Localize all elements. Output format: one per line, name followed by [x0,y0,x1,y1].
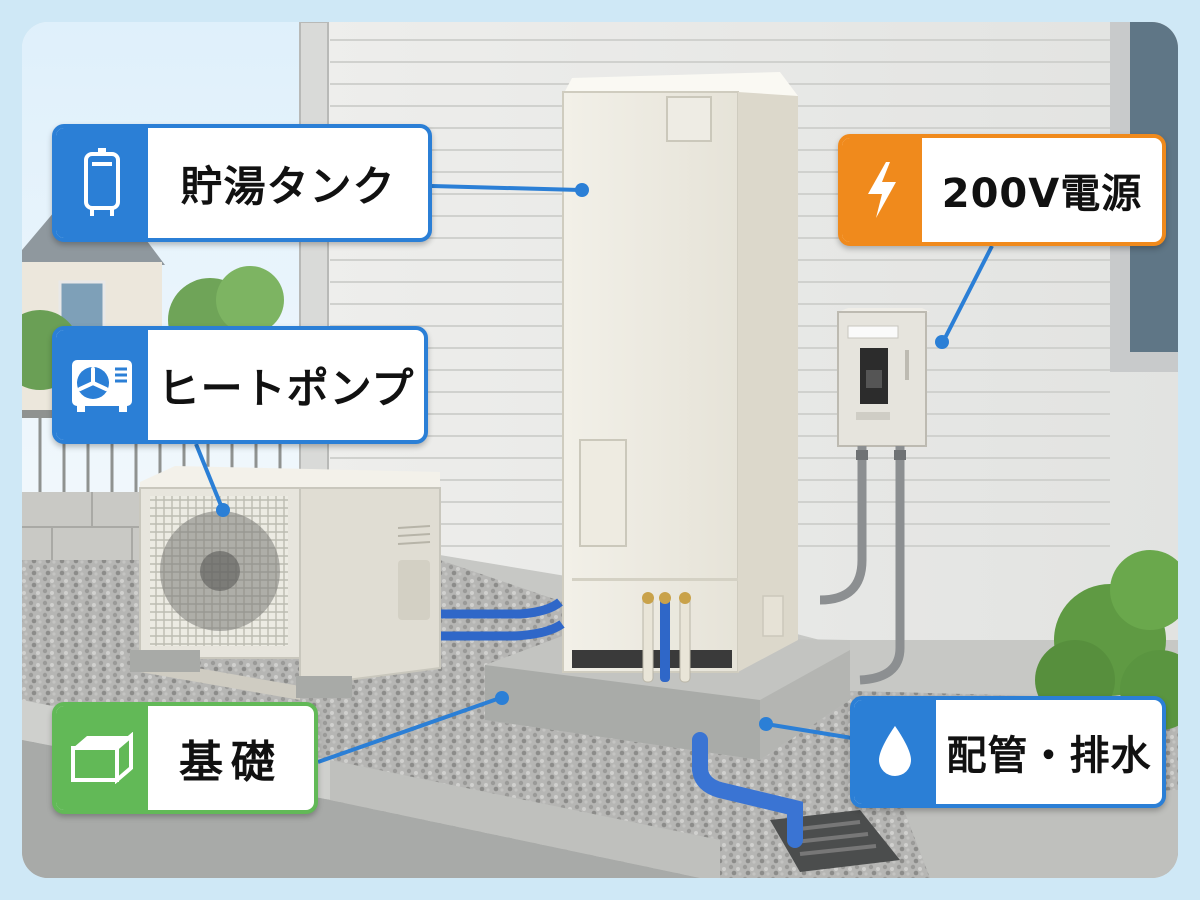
tree [216,266,284,334]
water-tank-icon [56,128,148,238]
heat-pump-unit [130,466,441,700]
tank-access-door [579,439,627,547]
tank-side [738,92,798,672]
callout-foundation: 基礎 [52,702,318,814]
tank-side-panel [762,595,784,637]
callout-label-power: 200V電源 [941,171,1143,217]
callout-label-tank: 貯湯タンク [180,161,396,211]
curb-front [330,760,720,878]
drain-pipe [692,732,803,848]
lightning-bolt-icon [842,138,922,242]
refrigerant-pipe [432,620,565,641]
callout-label-piping: 配管・排水 [946,733,1152,779]
curb-right [900,790,1178,878]
callout-hot-water-tank: 貯湯タンク [52,124,432,242]
callout-label-foundation: 基礎 [179,737,283,788]
leader-dots [216,183,949,731]
tank-vent-panel [666,96,712,142]
callout-heat-pump: ヒートポンプ [52,326,428,444]
leader-lines [194,184,853,764]
tank-top [563,72,798,96]
tank-front [562,91,739,673]
conduit [859,446,905,685]
tank-pipe-fittings [642,592,691,683]
callout-label-heat-pump: ヒートポンプ [157,363,415,413]
conduit [819,446,867,605]
concrete-block-icon [56,706,148,810]
callout-power-supply: 200V電源 [838,134,1166,246]
foundation-side [760,650,850,760]
water-drop-icon [854,700,936,804]
heat-pump-fan-icon [56,330,148,440]
refrigerant-pipe [432,598,563,619]
leader-line-power [942,245,994,341]
callout-piping-drainage: 配管・排水 [850,696,1166,808]
foundation-front [485,665,760,760]
